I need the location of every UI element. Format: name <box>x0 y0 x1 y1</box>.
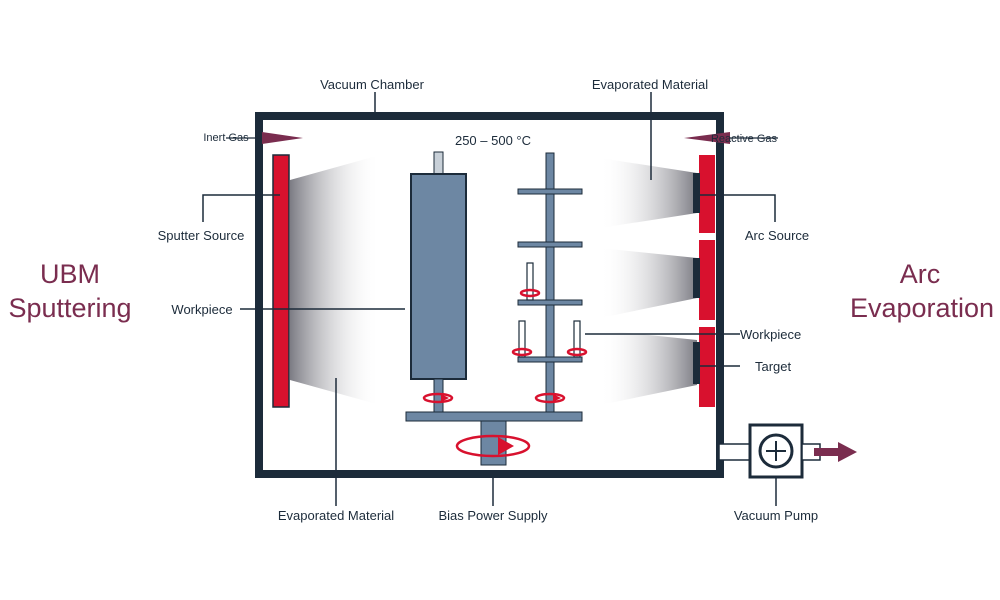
vacuum-chamber-label: Vacuum Chamber <box>320 77 424 92</box>
temperature-label: 250 – 500 °C <box>455 133 531 148</box>
small-workpiece-2 <box>518 320 526 358</box>
reactive-gas-arrow <box>684 132 730 144</box>
arc-plume-mid <box>600 248 697 318</box>
rack-arm-2 <box>517 241 583 248</box>
pump-blade <box>766 441 786 461</box>
arc-title-line1: Arc <box>900 259 941 289</box>
vacuum-chamber <box>255 112 724 478</box>
ubm-title-line2: Sputtering <box>8 293 131 323</box>
inert-gas-label: Inert Gas <box>203 132 249 144</box>
arc-source-2 <box>699 240 715 320</box>
workpiece-right-label: Workpiece <box>740 327 801 342</box>
arc-target-2 <box>693 258 700 298</box>
evaporated-material-top-label: Evaporated Material <box>592 77 708 92</box>
workpiece-large <box>410 173 467 380</box>
sputter-source <box>272 154 290 408</box>
arc-title-line2: Evaporation <box>850 293 994 323</box>
rack-arm-3 <box>517 299 583 306</box>
rotation-arrow-icon <box>422 288 588 458</box>
turntable <box>405 411 583 422</box>
leader-lines <box>202 92 777 506</box>
bias-power-supply-label: Bias Power Supply <box>438 508 548 523</box>
arc-plume-bottom <box>600 330 697 405</box>
reactive-gas-label: Reactive Gas <box>711 133 778 145</box>
target-label: Target <box>755 359 792 374</box>
sputter-plume <box>290 155 380 405</box>
pump-rotor <box>758 433 794 469</box>
rotation-arrowhead-1 <box>441 394 449 402</box>
evaporated-material-bottom-label: Evaporated Material <box>278 508 394 523</box>
arc-source-3 <box>699 327 715 407</box>
small-workpiece-3 <box>573 320 581 358</box>
rotation-arrowhead-2 <box>553 394 561 402</box>
arc-target-1 <box>693 173 700 213</box>
rack-arm-4 <box>517 356 583 363</box>
arc-plume-top <box>600 158 697 228</box>
vacuum-pump-label: Vacuum Pump <box>734 508 818 523</box>
inert-gas-arrow <box>262 132 303 144</box>
arc-source-1 <box>699 155 715 233</box>
arc-source-label: Arc Source <box>745 228 809 243</box>
pump-exhaust-arrow <box>814 442 857 462</box>
small-workpiece-1 <box>526 262 534 301</box>
pump-pipe <box>718 443 752 461</box>
workpiece-left-label: Workpiece <box>171 302 232 317</box>
rack-arm-1 <box>517 188 583 195</box>
ubm-title-line1: UBM <box>40 259 100 289</box>
workpiece-top-pin <box>433 151 444 176</box>
sputter-source-label: Sputter Source <box>158 228 245 243</box>
arc-target-3 <box>693 342 700 384</box>
rotation-arrowhead-main <box>498 437 514 455</box>
